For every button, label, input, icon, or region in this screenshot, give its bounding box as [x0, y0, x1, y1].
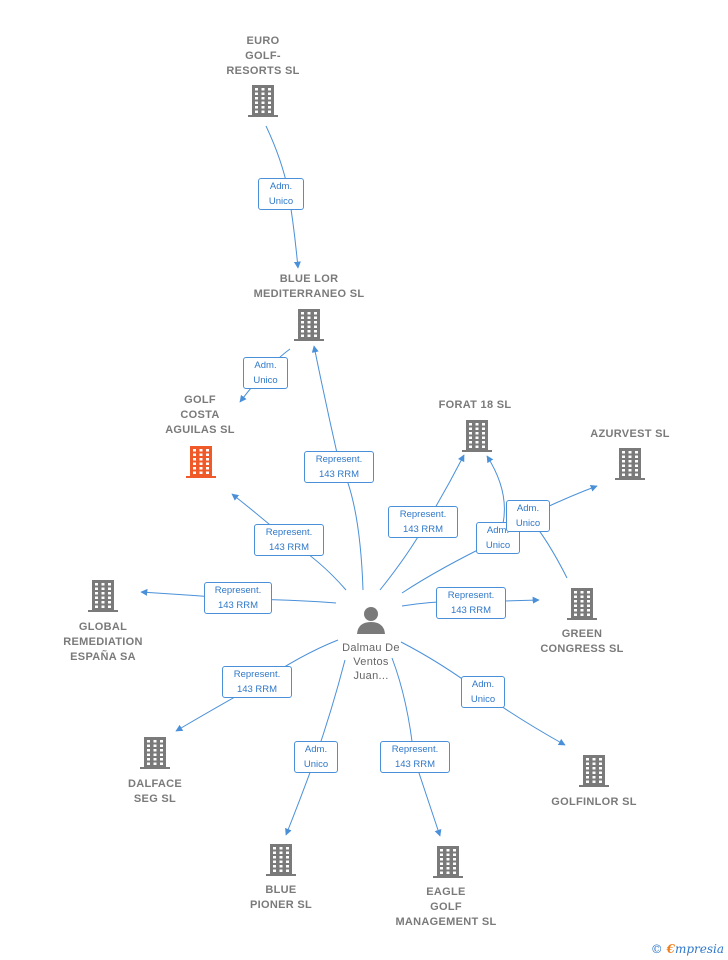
edge-label-euro-bluelor[interactable]: Adm. Unico — [258, 178, 304, 210]
person-icon[interactable] — [357, 607, 385, 634]
node-label-euro[interactable]: EURO GOLF- RESORTS SL — [226, 35, 300, 77]
edge-label-person-bluelor[interactable]: Represent. 143 RRM — [304, 451, 374, 483]
building-icon-bluepioner[interactable] — [266, 844, 296, 876]
node-label-person[interactable]: Dalmau De Ventos Juan... — [342, 642, 400, 682]
building-icon-green[interactable] — [567, 588, 597, 620]
edge-label-bluelor-golfcosta[interactable]: Adm. Unico — [243, 357, 288, 389]
edge-label-person-eagle[interactable]: Represent. 143 RRM — [380, 741, 450, 773]
building-icon-dalface[interactable] — [140, 737, 170, 769]
node-label-forat[interactable]: FORAT 18 SL — [438, 399, 512, 411]
edge-label-person-bluepioner[interactable]: Adm. Unico — [294, 741, 338, 773]
edge-label-green-azurvest[interactable]: Adm. Unico — [506, 500, 550, 532]
node-label-green[interactable]: GREEN CONGRESS SL — [540, 628, 624, 655]
node-label-golfcosta[interactable]: GOLF COSTA AGUILAS SL — [165, 394, 235, 436]
brand-name: mpresia — [674, 942, 724, 956]
empresia-watermark: © €mpresia — [651, 942, 724, 956]
edge-label-person-golfcosta[interactable]: Represent. 143 RRM — [254, 524, 324, 556]
building-icon-golfcosta[interactable] — [186, 446, 216, 478]
node-label-bluepioner[interactable]: BLUE PIONER SL — [250, 884, 312, 911]
building-icon-eagle[interactable] — [433, 846, 463, 878]
brand-logo-e: € — [666, 942, 675, 956]
node-label-eagle[interactable]: EAGLE GOLF MANAGEMENT SL — [395, 886, 497, 928]
edge-label-person-golfinlor[interactable]: Adm. Unico — [461, 676, 505, 708]
edge-label-person-global[interactable]: Represent. 143 RRM — [204, 582, 272, 614]
edge-label-person-dalface[interactable]: Represent. 143 RRM — [222, 666, 292, 698]
node-label-bluelor[interactable]: BLUE LOR MEDITERRANEO SL — [253, 273, 365, 300]
building-icon-golfinlor[interactable] — [579, 755, 609, 787]
building-icon-bluelor[interactable] — [294, 309, 324, 341]
building-icon-global[interactable] — [88, 580, 118, 612]
building-icon-azurvest[interactable] — [615, 448, 645, 480]
node-label-dalface[interactable]: DALFACE SEG SL — [127, 778, 183, 805]
building-icon-euro[interactable] — [248, 85, 278, 117]
building-icon-forat[interactable] — [462, 420, 492, 452]
copyright-symbol: © — [650, 942, 663, 956]
node-label-global[interactable]: GLOBAL REMEDIATION ESPAÑA SA — [63, 621, 143, 663]
edge-label-person-green[interactable]: Represent. 143 RRM — [436, 587, 506, 619]
node-label-azurvest[interactable]: AZURVEST SL — [590, 428, 670, 440]
node-label-golfinlor[interactable]: GOLFINLOR SL — [551, 796, 637, 808]
edge-label-person-forat[interactable]: Represent. 143 RRM — [388, 506, 458, 538]
